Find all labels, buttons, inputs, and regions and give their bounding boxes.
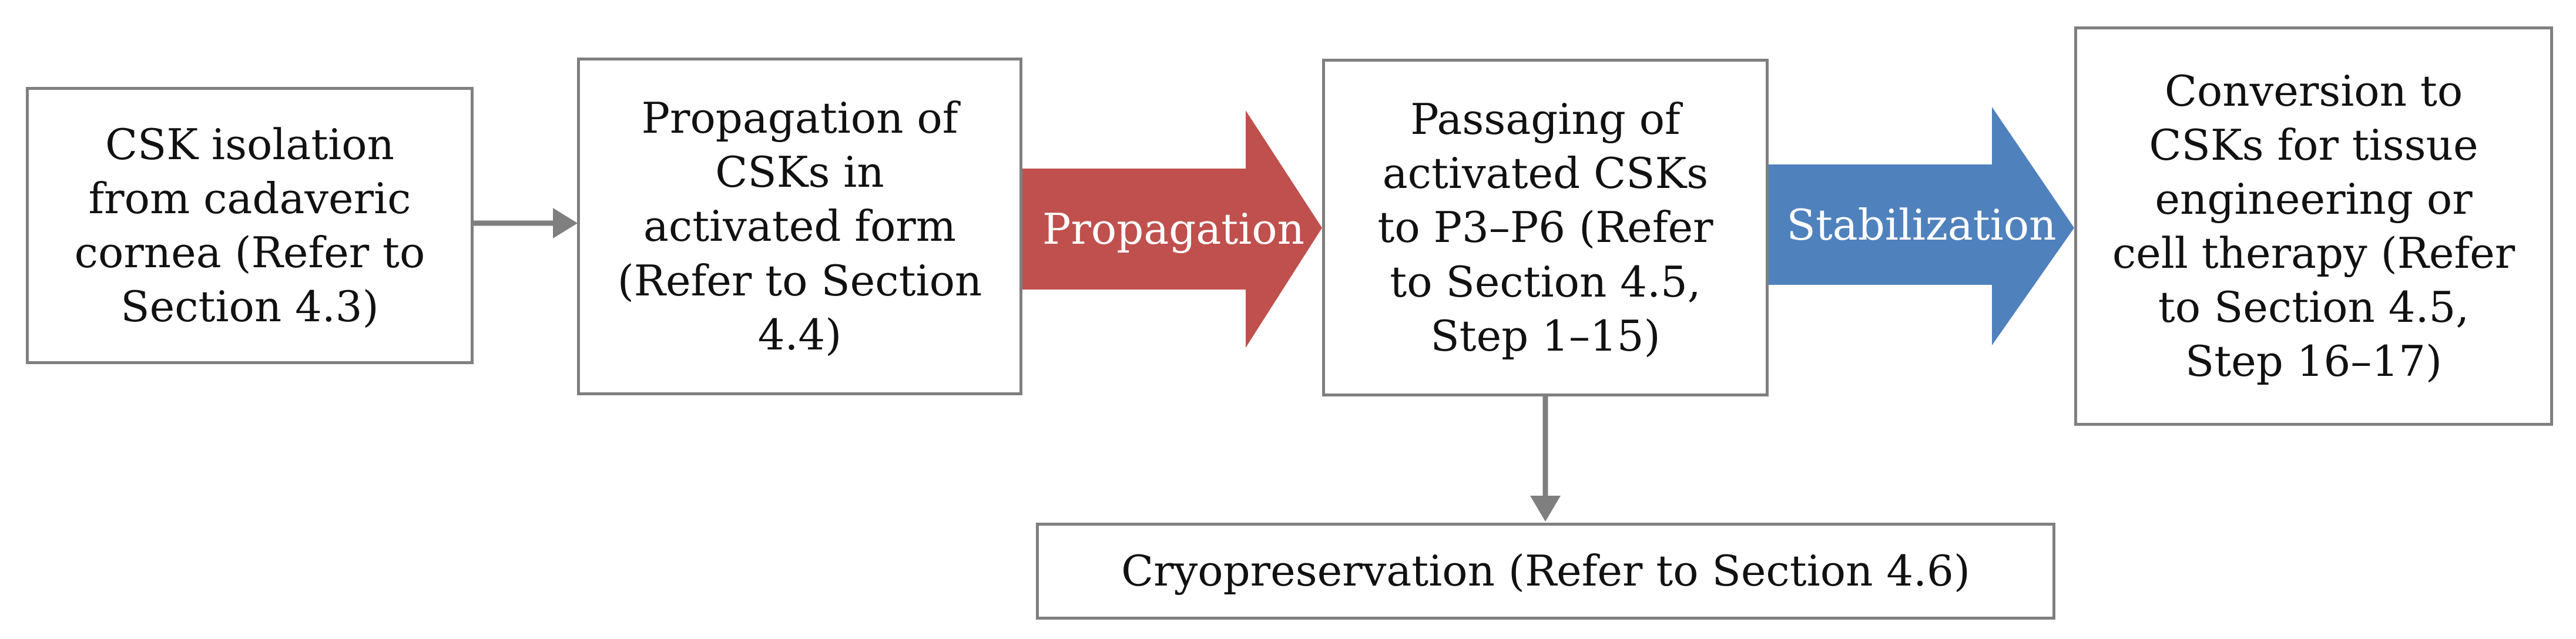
- node-passaging-line: to Section 4.5,: [1390, 257, 1701, 307]
- node-csk-isolation-line: cornea (Refer to: [74, 228, 425, 277]
- node-cryopreservation: Cryopreservation (Refer to Section 4.6): [1036, 523, 2055, 620]
- node-cryopreservation-line: Cryopreservation (Refer to Section 4.6): [1121, 546, 1970, 596]
- node-csk-isolation: CSK isolation from cadaveric cornea (Ref…: [26, 87, 474, 364]
- node-conversion-line: cell therapy (Refer: [2112, 228, 2515, 278]
- connector-passaging-to-cryopreservation: [1530, 395, 1561, 522]
- node-passaging-line: Step 1–15): [1430, 311, 1661, 361]
- node-passaging-line: activated CSKs: [1382, 149, 1709, 199]
- node-passaging-line: Passaging of: [1410, 95, 1681, 144]
- node-csk-isolation-line: CSK isolation: [105, 119, 395, 169]
- propagation-arrow: [1021, 110, 1322, 348]
- node-propagation-activated-line: CSKs in: [715, 147, 884, 197]
- node-conversion: Conversion to CSKs for tissue engineerin…: [2074, 26, 2553, 426]
- node-conversion-line: CSKs for tissue: [2149, 120, 2478, 170]
- node-propagation-activated-line: activated form: [643, 201, 956, 251]
- node-conversion-line: engineering or: [2155, 174, 2473, 224]
- node-conversion-line: Conversion to: [2164, 66, 2463, 116]
- propagation-arrow-label: Propagation: [1042, 204, 1304, 254]
- node-csk-isolation-line: Section 4.3): [120, 282, 379, 332]
- node-csk-isolation-line: from cadaveric: [88, 173, 411, 223]
- node-conversion-line: to Section 4.5,: [2158, 282, 2470, 332]
- node-propagation-activated-line: (Refer to Section: [617, 255, 982, 305]
- node-passaging: Passaging of activated CSKs to P3–P6 (Re…: [1322, 59, 1769, 396]
- node-propagation-activated: Propagation of CSKs in activated form (R…: [577, 58, 1022, 395]
- stabilization-arrow-label: Stabilization: [1786, 200, 2057, 250]
- stabilization-arrow: [1769, 107, 2074, 345]
- node-propagation-activated-line: Propagation of: [641, 93, 958, 143]
- node-passaging-line: to P3–P6 (Refer: [1377, 203, 1713, 253]
- connector-isolation-to-propagation: [473, 208, 578, 238]
- node-propagation-activated-line: 4.4): [757, 310, 842, 359]
- node-conversion-line: Step 16–17): [2185, 337, 2443, 386]
